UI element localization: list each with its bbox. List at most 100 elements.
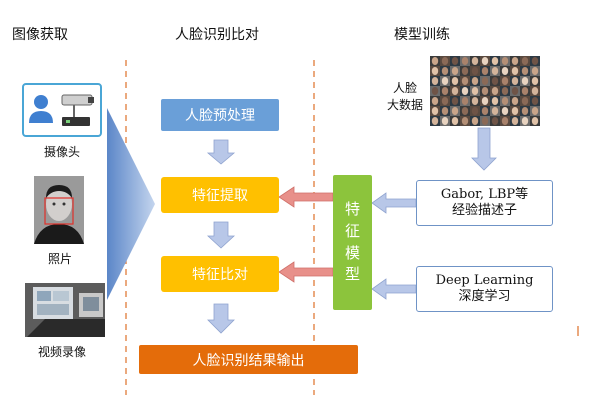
security-camera-icon [61,94,94,126]
header-image-acquisition: 图像获取 [12,27,68,43]
deep-line1: Deep Learning [435,272,534,288]
extract-box: 特征提取 [161,177,279,213]
face-thumbnail [490,56,500,66]
face-thumbnail [500,96,510,106]
face-thumbnail [440,116,450,126]
face-thumbnail [510,106,520,116]
arrow-bigdata-to-gabor [471,127,497,171]
face-thumbnail [430,66,440,76]
face-thumbnail [490,96,500,106]
preprocess-box: 人脸预处理 [161,99,279,131]
face-thumbnail [470,76,480,86]
face-thumbnail [460,96,470,106]
bigdata-label: 人脸 大数据 [385,80,425,114]
face-thumbnail [450,56,460,66]
face-thumbnail [500,66,510,76]
face-thumbnail [470,106,480,116]
face-thumbnail [480,106,490,116]
face-thumbnail [530,116,540,126]
arrow-preprocess-to-extract [206,139,236,165]
face-bigdata-image [430,56,540,126]
arrow-model-to-extract [278,186,334,208]
face-thumbnail [510,76,520,86]
face-thumbnail [520,96,530,106]
face-thumbnail [480,86,490,96]
face-thumbnail [430,116,440,126]
face-thumbnail [440,96,450,106]
face-thumbnail [530,96,540,106]
arrow-deep-to-model [371,278,417,300]
face-thumbnail [470,66,480,76]
gabor-line1: Gabor, LBP等 [440,186,529,202]
face-thumbnail [530,56,540,66]
arrow-extract-to-compare [206,221,236,249]
face-thumbnail [440,86,450,96]
face-thumbnail [490,76,500,86]
face-thumbnail [530,106,540,116]
face-thumbnail [480,96,490,106]
face-thumbnail [520,66,530,76]
video-image [25,283,105,337]
bigdata-label-line2: 大数据 [386,97,423,112]
face-thumbnail [450,106,460,116]
face-thumbnail [480,116,490,126]
face-thumbnail [440,66,450,76]
face-thumbnail [450,76,460,86]
face-thumbnail [510,56,520,66]
face-thumbnail [520,116,530,126]
face-thumbnail [500,86,510,96]
header-model-training: 模型训练 [394,27,450,43]
face-thumbnail [530,86,540,96]
gabor-line2: 经验描述子 [451,203,517,218]
face-thumbnail [500,56,510,66]
funnel-triangle [107,108,155,300]
arrow-model-to-compare [278,261,334,283]
face-thumbnail [500,106,510,116]
face-thumbnail [480,56,490,66]
face-thumbnail [470,56,480,66]
user-icon [29,95,53,123]
face-thumbnail [440,106,450,116]
face-thumbnail [460,76,470,86]
face-thumbnail [460,116,470,126]
camera-image [22,83,102,137]
face-thumbnail [430,96,440,106]
deep-learning-box: Deep Learning 深度学习 [416,266,553,312]
face-thumbnail [510,96,520,106]
photo-image [34,176,84,244]
face-thumbnail [440,76,450,86]
header-face-comparison: 人脸识别比对 [175,27,259,43]
face-thumbnail [430,106,440,116]
face-thumbnail [470,96,480,106]
video-label: 视频录像 [38,345,87,359]
face-thumbnail [460,56,470,66]
photo-label: 照片 [48,252,73,266]
face-thumbnail [480,66,490,76]
face-thumbnail [430,76,440,86]
deep-line2: 深度学习 [458,289,511,304]
face-thumbnail [440,56,450,66]
face-thumbnail [460,66,470,76]
face-thumbnail [500,116,510,126]
face-thumbnail [450,116,460,126]
face-thumbnail [510,86,520,96]
arrow-gabor-to-model [371,192,417,214]
face-thumbnail [490,116,500,126]
face-thumbnail [460,86,470,96]
face-thumbnail [520,86,530,96]
feature-model-box: 特征模型 [333,175,372,310]
face-thumbnail [510,116,520,126]
face-thumbnail [450,86,460,96]
face-thumbnail [430,56,440,66]
face-thumbnail [520,106,530,116]
compare-box: 特征比对 [161,256,279,292]
face-thumbnail [480,76,490,86]
output-box: 人脸识别结果输出 [139,345,358,374]
face-thumbnail [490,86,500,96]
arrow-compare-to-output [207,303,235,334]
face-thumbnail [530,66,540,76]
face-thumbnail [430,86,440,96]
face-thumbnail [520,56,530,66]
